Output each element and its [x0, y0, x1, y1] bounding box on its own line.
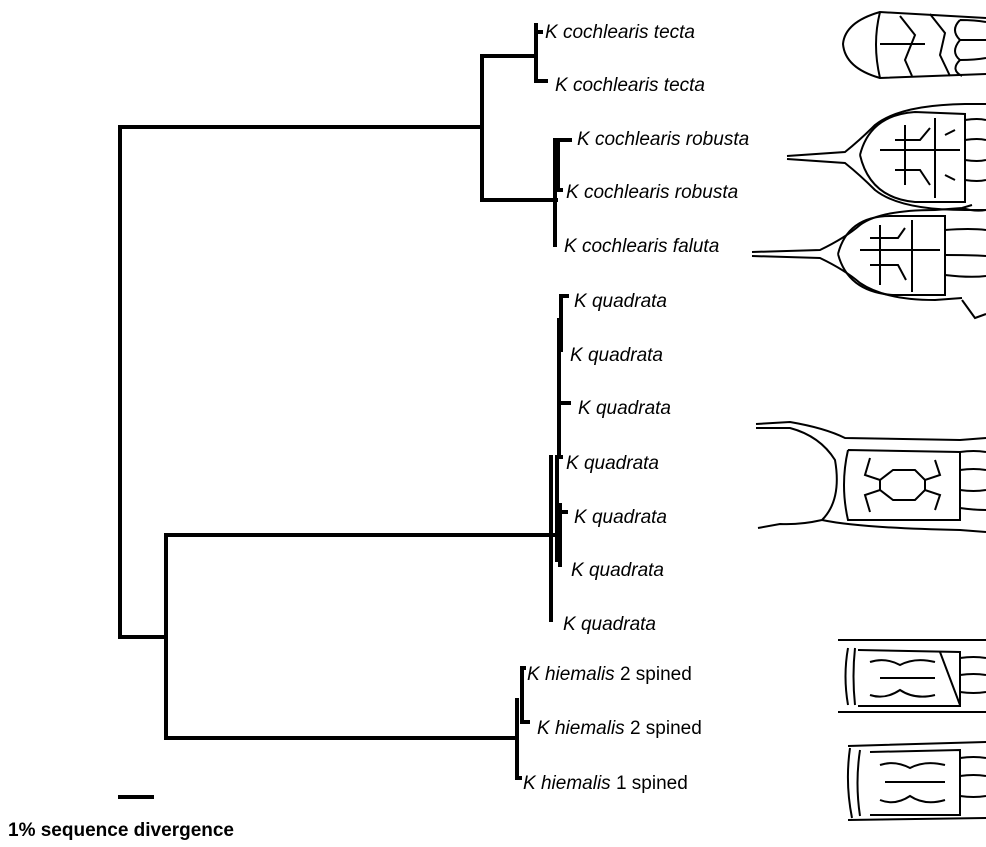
tip-species: hiemalis [555, 718, 625, 739]
tip-species: hiemalis [545, 664, 615, 685]
tip-label-quadrata-4: K quadrata [566, 453, 659, 475]
tree-branches [120, 25, 570, 778]
tip-label-cochlearis-tecta-1: K cochlearis tecta [545, 22, 695, 44]
tip-label-quadrata-2: K quadrata [570, 345, 663, 367]
tip-species: quadrata [592, 507, 667, 528]
tip-species: cochlearis robusta [595, 129, 749, 150]
tip-genus: K [527, 664, 540, 685]
tip-species: quadrata [584, 453, 659, 474]
tip-species: quadrata [596, 398, 671, 419]
tip-genus: K [564, 236, 577, 257]
tip-genus: K [523, 773, 536, 794]
tip-genus: K [563, 614, 576, 635]
cochlearis-tecta-lorica-illustration [843, 12, 986, 78]
tip-label-quadrata-1: K quadrata [574, 291, 667, 313]
tip-species: cochlearis tecta [563, 22, 695, 43]
tip-label-cochlearis-faluta: K cochlearis faluta [564, 236, 719, 258]
tip-label-cochlearis-tecta-2: K cochlearis tecta [555, 75, 705, 97]
tip-genus: K [566, 453, 579, 474]
tip-label-quadrata-5: K quadrata [574, 507, 667, 529]
hiemalis-1-spined-lorica-illustration [848, 742, 986, 820]
tip-species: quadrata [581, 614, 656, 635]
tip-genus: K [577, 129, 590, 150]
tip-species: cochlearis faluta [582, 236, 719, 257]
tip-genus: K [537, 718, 550, 739]
tip-label-cochlearis-robusta-2: K cochlearis robusta [566, 182, 738, 204]
tip-genus: K [566, 182, 579, 203]
tip-label-cochlearis-robusta-1: K cochlearis robusta [577, 129, 749, 151]
tip-genus: K [578, 398, 591, 419]
tip-genus: K [545, 22, 558, 43]
tip-suffix: 1 spined [616, 773, 688, 794]
tip-genus: K [555, 75, 568, 96]
tip-label-quadrata-6: K quadrata [571, 560, 664, 582]
tip-genus: K [574, 291, 587, 312]
hiemalis-2-spined-lorica-illustration [838, 640, 986, 712]
tip-species: quadrata [588, 345, 663, 366]
tip-species: quadrata [589, 560, 664, 581]
tip-genus: K [570, 345, 583, 366]
tip-label-quadrata-7: K quadrata [563, 614, 656, 636]
scale-bar-label: 1% sequence divergence [8, 820, 234, 842]
tip-suffix: 2 spined [630, 718, 702, 739]
tip-genus: K [574, 507, 587, 528]
cochlearis-faluta-lorica-illustration [752, 205, 986, 318]
tip-species: cochlearis tecta [573, 75, 705, 96]
tip-genus: K [571, 560, 584, 581]
tip-label-quadrata-3: K quadrata [578, 398, 671, 420]
cochlearis-robusta-lorica-illustration [787, 104, 986, 210]
tip-species: hiemalis [541, 773, 611, 794]
tip-label-hiemalis-2-spined-1: K hiemalis 2 spined [527, 664, 692, 686]
tip-species: quadrata [592, 291, 667, 312]
tip-label-hiemalis-1-spined: K hiemalis 1 spined [523, 773, 688, 795]
tip-suffix: 2 spined [620, 664, 692, 685]
tip-label-hiemalis-2-spined-2: K hiemalis 2 spined [537, 718, 702, 740]
quadrata-lorica-illustration [756, 422, 986, 532]
tip-species: cochlearis robusta [584, 182, 738, 203]
